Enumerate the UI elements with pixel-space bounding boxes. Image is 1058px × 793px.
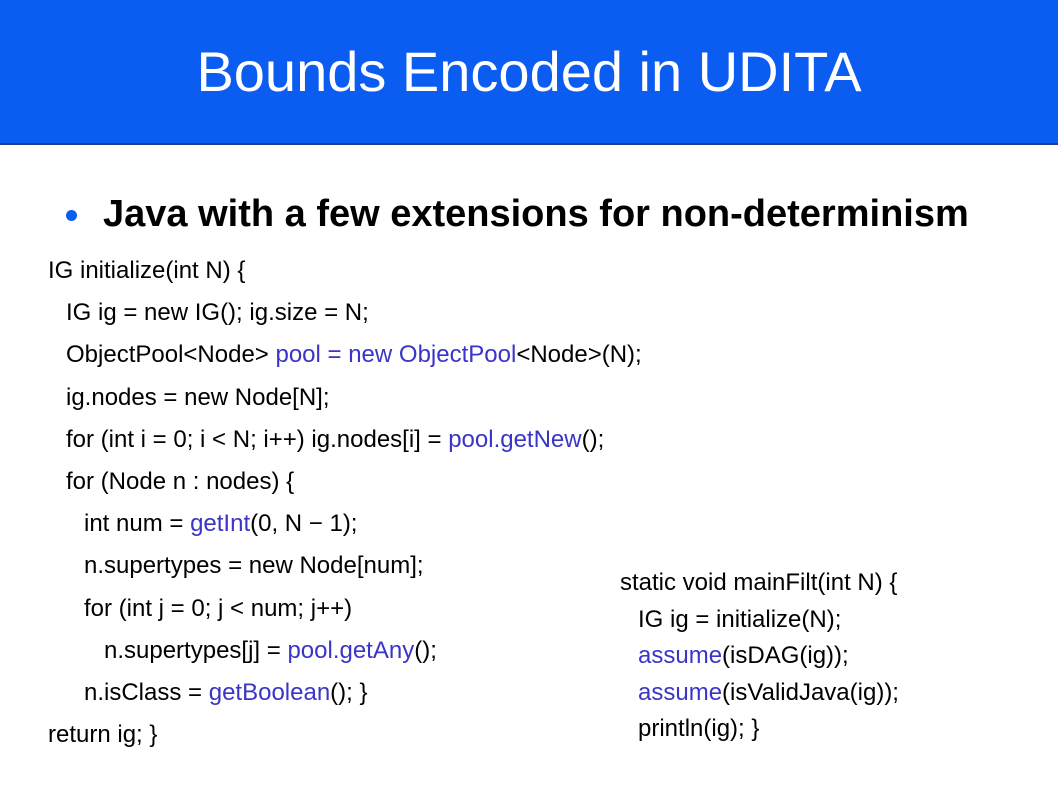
code-text: for (int i = 0; i < N; i++) ig.nodes[i] … <box>66 425 449 453</box>
code-text: <Node>(N); <box>516 341 642 369</box>
code-text: for (Node n : nodes) { <box>66 468 295 495</box>
code-text: (); <box>581 425 605 453</box>
code-text: (); <box>414 636 437 664</box>
code-highlight: pool = new ObjectPool <box>275 341 517 369</box>
code-text: (); } <box>330 679 368 706</box>
code-line: int num = getInt(0, N − 1); <box>84 509 357 539</box>
title-bar: Bounds Encoded in UDITA <box>0 0 1058 145</box>
code-line: ObjectPool<Node> pool = new ObjectPool<N… <box>66 340 642 370</box>
code-line: ig.nodes = new Node[N]; <box>66 383 330 413</box>
code-text: n.supertypes = new Node[num]; <box>84 552 424 580</box>
code-highlight: getBoolean <box>208 679 331 706</box>
code-highlight: assume <box>638 678 723 706</box>
code-text: n.isClass = <box>84 679 209 706</box>
code-text: (isDAG(ig)); <box>722 642 849 669</box>
code-line: for (int j = 0; j < num; j++) <box>84 594 352 624</box>
bullet-dot-icon <box>66 210 77 221</box>
code-line: IG ig = initialize(N); <box>638 605 841 635</box>
bullet-text: Java with a few extensions for non-deter… <box>103 193 969 235</box>
code-line: for (int i = 0; i < N; i++) ig.nodes[i] … <box>66 425 604 455</box>
code-text: IG ig = initialize(N); <box>638 605 842 633</box>
code-text: return ig; } <box>48 721 158 749</box>
code-line: println(ig); } <box>638 714 759 744</box>
code-line: for (Node n : nodes) { <box>66 467 294 497</box>
slide-title: Bounds Encoded in UDITA <box>196 40 862 103</box>
code-highlight: getInt <box>190 510 251 538</box>
code-highlight: pool.getNew <box>448 425 582 453</box>
code-line: return ig; } <box>48 720 157 750</box>
code-line: assume(isValidJava(ig)); <box>638 678 899 708</box>
code-text: n.supertypes[j] = <box>104 636 288 664</box>
code-line: n.isClass = getBoolean(); } <box>84 678 368 708</box>
code-line: n.supertypes[j] = pool.getAny(); <box>104 636 437 666</box>
code-line: assume(isDAG(ig)); <box>638 641 849 671</box>
code-line: n.supertypes = new Node[num]; <box>84 551 424 581</box>
code-text: (isValidJava(ig)); <box>722 678 899 706</box>
code-highlight: assume <box>638 642 723 669</box>
code-highlight: pool.getAny <box>287 636 415 664</box>
code-text: for (int j = 0; j < num; j++) <box>84 594 353 622</box>
code-text: println(ig); } <box>638 715 760 742</box>
code-text: IG ig = new IG(); ig.size = N; <box>66 299 369 327</box>
code-text: (0, N − 1); <box>250 510 358 538</box>
code-text: static void mainFilt(int N) { <box>620 569 898 596</box>
code-line: IG initialize(int N) { <box>48 256 245 286</box>
code-line: IG ig = new IG(); ig.size = N; <box>66 298 369 328</box>
code-text: int num = <box>84 510 191 538</box>
code-text: ObjectPool<Node> <box>66 341 276 369</box>
code-text: ig.nodes = new Node[N]; <box>66 383 330 411</box>
code-line: static void mainFilt(int N) { <box>620 568 897 598</box>
code-text: IG initialize(int N) { <box>48 257 246 284</box>
